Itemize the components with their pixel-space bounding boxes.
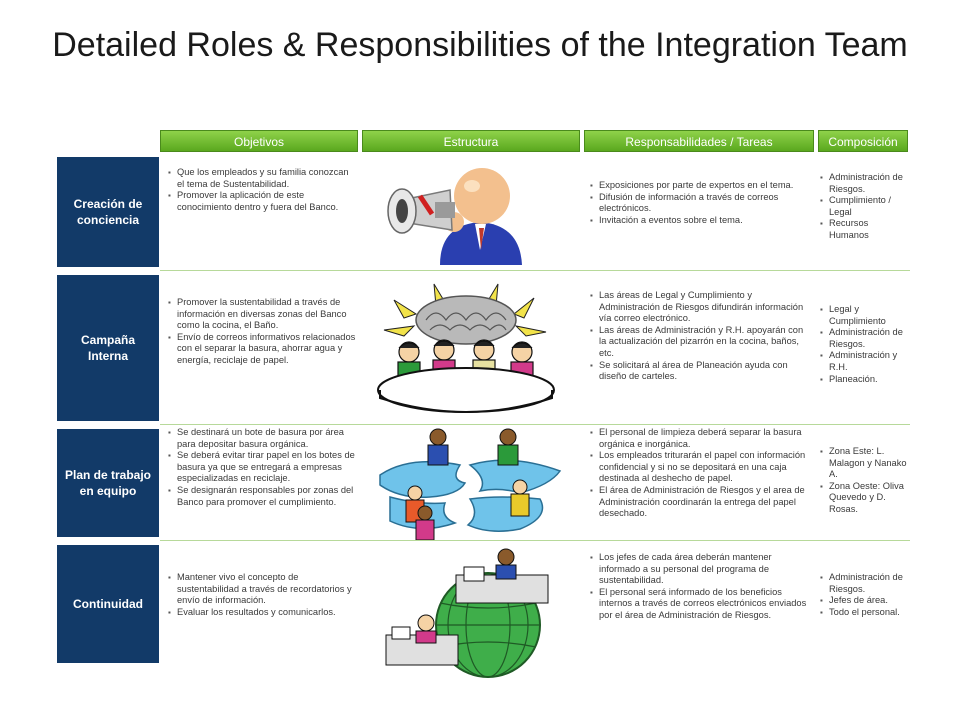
list-item: Se solicitará al área de Planeación ayud…	[590, 360, 812, 383]
list-item: Administración de Riesgos.	[820, 172, 910, 195]
list-item: El personal de limpieza deberá separar l…	[590, 427, 814, 450]
list-item: Todo el personal.	[820, 607, 910, 619]
composicion-cell: Zona Este: L. Malagon y Nanako A. Zona O…	[820, 446, 910, 516]
list-item: Envío de correos informativos relacionad…	[168, 332, 360, 367]
column-header-responsabilidades: Responsabilidades / Tareas	[584, 130, 814, 152]
list-item: Las áreas de Legal y Cumplimiento y Admi…	[590, 290, 812, 325]
brainstorm-meeting-icon	[377, 283, 555, 413]
list-item: Los empleados triturarán el papel con in…	[590, 450, 814, 485]
list-item: Zona Este: L. Malagon y Nanako A.	[820, 446, 910, 481]
composicion-cell: Administración de Riesgos. Jefes de área…	[820, 572, 910, 618]
row-divider	[160, 424, 910, 425]
responsabilidades-cell: Los jefes de cada área deberán mantener …	[590, 552, 812, 622]
list-item: Difusión de información a través de corr…	[590, 192, 812, 215]
row-label-campana: Campaña Interna	[57, 275, 159, 421]
row-label-plan: Plan de trabajo en equipo	[57, 429, 159, 537]
responsabilidades-cell: Las áreas de Legal y Cumplimiento y Admi…	[590, 290, 812, 383]
list-item: El personal será informado de los benefi…	[590, 587, 812, 622]
page-title: Detailed Roles & Responsibilities of the…	[52, 26, 908, 64]
list-item: Las áreas de Administración y R.H. apoya…	[590, 325, 812, 360]
list-item: Que los empleados y su familia conozcan …	[168, 167, 358, 190]
objetivos-cell: Se destinará un bote de basura por área …	[168, 427, 360, 508]
list-item: Recursos Humanos	[820, 218, 910, 241]
row-divider	[160, 540, 910, 541]
list-item: Promover la sustentabilidad a través de …	[168, 297, 360, 332]
list-item: Se designarán responsables por zonas del…	[168, 485, 360, 508]
column-header-estructura: Estructura	[362, 130, 580, 152]
list-item: Exposiciones por parte de expertos en el…	[590, 180, 812, 192]
puzzle-team-icon	[379, 428, 562, 540]
composicion-cell: Administración de Riesgos. Cumplimiento …	[820, 172, 910, 242]
list-item: Invitación a eventos sobre el tema.	[590, 215, 812, 227]
row-label-creacion: Creación de conciencia	[57, 157, 159, 267]
list-item: Los jefes de cada área deberán mantener …	[590, 552, 812, 587]
objetivos-cell: Que los empleados y su familia conozcan …	[168, 167, 358, 213]
list-item: Promover la aplicación de este conocimie…	[168, 190, 358, 213]
row-divider	[160, 270, 910, 271]
list-item: Administración de Riesgos.	[820, 572, 910, 595]
objetivos-cell: Promover la sustentabilidad a través de …	[168, 297, 360, 367]
row-label-continuidad: Continuidad	[57, 545, 159, 663]
list-item: Planeación.	[820, 374, 910, 386]
list-item: Administración y R.H.	[820, 350, 910, 373]
globe-network-icon	[385, 548, 549, 678]
list-item: Evaluar los resultados y comunicarlos.	[168, 607, 360, 619]
list-item: Zona Oeste: Oliva Quevedo y D. Rosas.	[820, 481, 910, 516]
list-item: Legal y Cumplimiento	[820, 304, 910, 327]
column-header-objetivos: Objetivos	[160, 130, 358, 152]
list-item: Se destinará un bote de basura por área …	[168, 427, 360, 450]
list-item: Se deberá evitar tirar papel en los bote…	[168, 450, 360, 485]
responsabilidades-cell: El personal de limpieza deberá separar l…	[590, 427, 814, 520]
composicion-cell: Legal y Cumplimiento Administración de R…	[820, 304, 910, 385]
column-header-composicion: Composición	[818, 130, 908, 152]
responsabilidades-cell: Exposiciones por parte de expertos en el…	[590, 180, 812, 226]
list-item: Cumplimiento / Legal	[820, 195, 910, 218]
list-item: Mantener vivo el concepto de sustentabil…	[168, 572, 360, 607]
list-item: Jefes de área.	[820, 595, 910, 607]
megaphone-person-icon	[387, 168, 522, 265]
objetivos-cell: Mantener vivo el concepto de sustentabil…	[168, 572, 360, 618]
list-item: Administración de Riesgos.	[820, 327, 910, 350]
list-item: El área de Administración de Riesgos y e…	[590, 485, 814, 520]
